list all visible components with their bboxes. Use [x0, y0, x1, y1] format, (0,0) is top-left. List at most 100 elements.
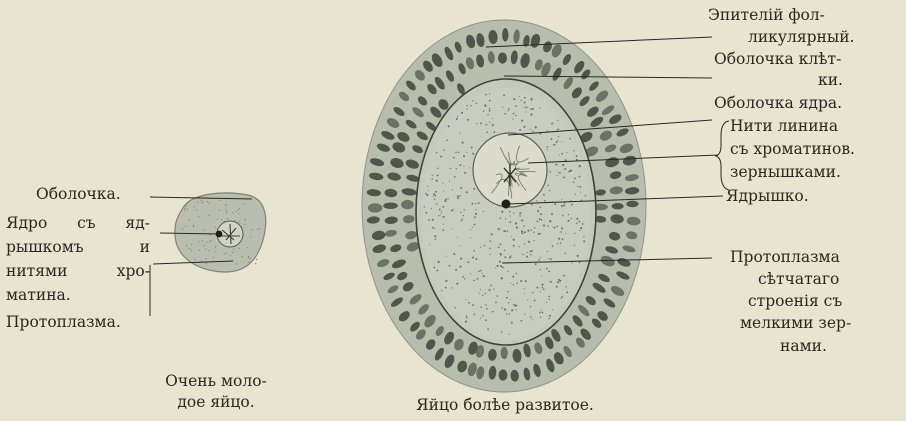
- protoplasm-granule: [579, 230, 580, 231]
- protoplasm-granule: [580, 192, 581, 193]
- protoplasm-granule: [446, 139, 448, 141]
- protoplasm-granule: [563, 176, 565, 178]
- young-protoplasm-granule: [215, 251, 216, 252]
- protoplasm-granule: [486, 308, 488, 310]
- protoplasm-granule: [531, 98, 533, 100]
- protoplasm-granule: [494, 131, 496, 133]
- protoplasm-granule: [579, 262, 581, 264]
- protoplasm-granule: [527, 230, 529, 232]
- young-protoplasm-granule: [188, 220, 189, 221]
- young-protoplasm-granule: [185, 208, 186, 209]
- label-linin-3: зернышками.: [730, 163, 841, 182]
- young-protoplasm-granule: [201, 200, 202, 201]
- protoplasm-granule: [519, 212, 521, 214]
- young-protoplasm-granule: [205, 249, 206, 250]
- protoplasm-granule: [546, 302, 547, 303]
- protoplasm-granule: [468, 302, 470, 304]
- young-protoplasm-granule: [193, 206, 194, 207]
- protoplasm-granule: [445, 280, 447, 282]
- protoplasm-granule: [576, 218, 578, 220]
- protoplasm-granule: [526, 256, 528, 258]
- protoplasm-granule: [550, 281, 552, 283]
- protoplasm-granule: [491, 233, 493, 235]
- protoplasm-granule: [574, 245, 575, 246]
- protoplasm-granule: [479, 293, 480, 294]
- protoplasm-granule: [436, 152, 438, 154]
- protoplasm-granule: [434, 235, 436, 237]
- young-protoplasm-granule: [257, 229, 258, 230]
- protoplasm-granule: [463, 166, 464, 167]
- protoplasm-granule: [540, 233, 541, 234]
- protoplasm-granule: [536, 286, 538, 288]
- protoplasm-granule: [509, 215, 510, 216]
- protoplasm-granule: [500, 265, 502, 267]
- label-nucleus-young-2: рышкомъ и: [6, 238, 150, 257]
- protoplasm-granule: [542, 287, 544, 289]
- protoplasm-granule: [464, 172, 466, 174]
- protoplasm-granule: [541, 275, 542, 276]
- protoplasm-granule: [530, 114, 532, 116]
- protoplasm-granule: [574, 178, 576, 180]
- protoplasm-granule: [531, 204, 533, 206]
- protoplasm-granule: [557, 140, 558, 141]
- protoplasm-granule: [524, 314, 525, 315]
- protoplasm-granule: [537, 221, 539, 223]
- protoplasm-granule: [472, 203, 474, 205]
- protoplasm-granule: [540, 213, 542, 215]
- protoplasm-granule: [425, 212, 427, 214]
- protoplasm-granule: [579, 186, 581, 188]
- protoplasm-granule: [466, 315, 467, 316]
- young-protoplasm-granule: [225, 210, 226, 211]
- protoplasm-granule: [552, 245, 554, 247]
- protoplasm-granule: [515, 222, 517, 224]
- protoplasm-granule: [489, 108, 490, 109]
- young-protoplasm-granule: [249, 262, 250, 263]
- protoplasm-granule: [515, 309, 516, 310]
- protoplasm-granule: [554, 227, 556, 229]
- protoplasm-granule: [459, 245, 460, 246]
- protoplasm-granule: [465, 321, 467, 323]
- young-protoplasm-granule: [201, 261, 202, 262]
- young-protoplasm-granule: [186, 245, 187, 246]
- protoplasm-granule: [547, 146, 549, 148]
- protoplasm-granule: [457, 116, 458, 117]
- protoplasm-granule: [504, 231, 505, 232]
- label-cell-membrane-1: Оболочка клѣт-: [714, 50, 841, 69]
- protoplasm-granule: [548, 296, 550, 298]
- protoplasm-granule: [528, 241, 530, 243]
- label-nucleolus: Ядрышко.: [726, 187, 809, 206]
- protoplasm-granule: [524, 102, 526, 104]
- protoplasm-granule: [493, 288, 494, 289]
- protoplasm-granule: [543, 224, 545, 226]
- protoplasm-granule: [451, 229, 452, 230]
- protoplasm-granule: [540, 316, 541, 317]
- protoplasm-granule: [474, 314, 476, 316]
- protoplasm-granule: [521, 230, 523, 232]
- label-linin-1: Нити линина: [730, 117, 838, 136]
- young-protoplasm-granule: [182, 228, 183, 229]
- protoplasm-granule: [466, 299, 467, 300]
- protoplasm-granule: [485, 94, 487, 96]
- protoplasm-granule: [466, 152, 467, 153]
- protoplasm-granule: [532, 319, 533, 320]
- protoplasm-granule: [431, 178, 433, 180]
- protoplasm-granule: [483, 275, 485, 277]
- protoplasm-granule: [561, 141, 562, 142]
- protoplasm-granule: [530, 254, 531, 255]
- protoplasm-granule: [436, 270, 438, 272]
- protoplasm-granule: [458, 152, 459, 153]
- protoplasm-granule: [579, 176, 581, 178]
- protoplasm-granule: [508, 313, 509, 314]
- protoplasm-granule: [478, 270, 480, 272]
- protoplasm-granule: [497, 265, 499, 267]
- protoplasm-granule: [453, 253, 455, 255]
- protoplasm-granule: [445, 199, 447, 201]
- protoplasm-granule: [540, 291, 541, 292]
- protoplasm-granule: [540, 108, 541, 109]
- protoplasm-granule: [457, 237, 458, 238]
- young-protoplasm-granule: [256, 259, 257, 260]
- young-protoplasm-granule: [235, 211, 236, 212]
- protoplasm-granule: [434, 198, 436, 200]
- protoplasm-granule: [575, 194, 576, 195]
- protoplasm-granule: [547, 185, 548, 186]
